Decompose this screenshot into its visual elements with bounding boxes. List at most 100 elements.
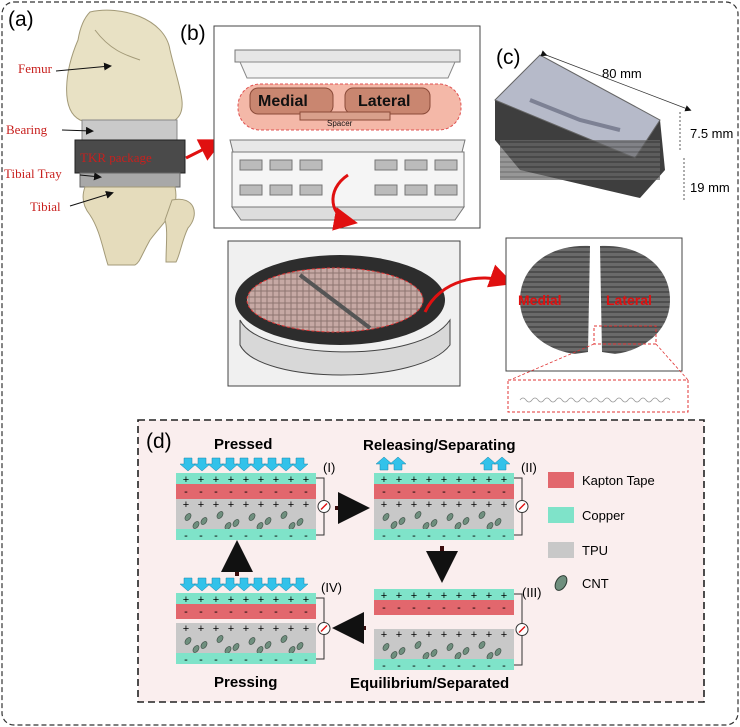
charge-sign: + <box>486 474 492 486</box>
charge-sign: + <box>471 499 477 511</box>
force-arrow <box>179 577 197 592</box>
charge-sign: - <box>382 602 386 614</box>
charge-sign: - <box>427 602 431 614</box>
label-tkr-package: TKR package <box>80 150 152 165</box>
charge-sign: - <box>457 602 461 614</box>
charge-sign: + <box>213 594 219 606</box>
charge-sign: + <box>471 629 477 641</box>
knee-illustration <box>66 9 195 266</box>
charge-sign: + <box>411 629 417 641</box>
charge-sign: + <box>198 594 204 606</box>
charge-sign: - <box>412 602 416 614</box>
label-spacer: Spacer <box>327 119 353 128</box>
state-num-4: (IV) <box>321 580 342 595</box>
charge-sign: + <box>441 629 447 641</box>
charge-sign: - <box>199 654 203 666</box>
label-tibial-tray: Tibial Tray <box>4 166 62 181</box>
force-arrow <box>277 577 295 592</box>
charge-sign: - <box>199 606 203 618</box>
charge-sign: - <box>259 606 263 618</box>
label-medial-sensor: Medial <box>518 292 562 308</box>
charge-sign: - <box>244 530 248 542</box>
charge-sign: + <box>441 590 447 602</box>
charge-sign: - <box>397 602 401 614</box>
charge-sign: - <box>184 606 188 618</box>
charge-sign: - <box>427 530 431 542</box>
charge-sign: - <box>274 486 278 498</box>
charge-sign: + <box>243 499 249 511</box>
cnt-particle <box>430 649 438 657</box>
panel-label-d: (d) <box>146 430 172 453</box>
charge-sign: + <box>303 594 309 606</box>
force-arrow <box>193 577 211 592</box>
cnt-particle <box>216 635 224 643</box>
charge-sign: - <box>199 486 203 498</box>
cnt-particle <box>390 521 398 529</box>
cnt-particle <box>446 513 454 521</box>
charge-sign: + <box>486 629 492 641</box>
charge-sign: + <box>273 623 279 635</box>
cnt-particle <box>462 517 470 525</box>
stack-3: +++++++++---------+++++++++--------- <box>374 589 529 672</box>
charge-sign: + <box>396 499 402 511</box>
dim-height-bottom: 19 mm <box>690 180 730 195</box>
cnt-particle <box>248 637 256 645</box>
cnt-particle <box>192 645 200 653</box>
charge-sign: + <box>228 594 234 606</box>
force-arrow <box>249 457 267 472</box>
charge-sign: - <box>304 654 308 666</box>
triboelectric-stacks: +++++++++---------+++++++++---------++++… <box>176 456 529 672</box>
charge-sign: - <box>442 602 446 614</box>
charge-sign: + <box>426 499 432 511</box>
charge-sign: - <box>184 486 188 498</box>
charge-sign: - <box>289 654 293 666</box>
charge-sign: - <box>397 660 401 672</box>
charge-sign: - <box>184 530 188 542</box>
cnt-particle <box>248 513 256 521</box>
charge-sign: + <box>213 623 219 635</box>
charge-sign: - <box>457 486 461 498</box>
charge-sign: - <box>412 530 416 542</box>
charge-sign: - <box>457 660 461 672</box>
charge-sign: - <box>304 530 308 542</box>
charge-sign: + <box>456 629 462 641</box>
state-num-1: (I) <box>323 460 335 475</box>
charge-sign: - <box>502 530 506 542</box>
charge-sign: - <box>304 486 308 498</box>
force-arrow <box>291 457 309 472</box>
cnt-particle <box>296 642 304 650</box>
charge-sign: + <box>183 594 189 606</box>
cnt-particle <box>192 521 200 529</box>
charge-sign: - <box>244 606 248 618</box>
cnt-particle <box>494 518 502 526</box>
state-num-3: (III) <box>522 585 542 600</box>
charge-sign: - <box>502 486 506 498</box>
copper-layer <box>176 529 316 540</box>
charge-sign: - <box>214 654 218 666</box>
copper-layer <box>176 473 316 484</box>
legend-swatch-copper <box>548 507 574 523</box>
force-arrow <box>235 577 253 592</box>
charge-sign: + <box>411 499 417 511</box>
charge-sign: + <box>243 474 249 486</box>
charge-sign: - <box>397 486 401 498</box>
charge-sign: + <box>198 474 204 486</box>
charge-sign: - <box>442 486 446 498</box>
charge-sign: + <box>228 499 234 511</box>
cnt-particle <box>280 511 288 519</box>
cnt-particle <box>478 641 486 649</box>
copper-layer <box>374 589 514 600</box>
charge-sign: + <box>213 499 219 511</box>
charge-sign: - <box>229 530 233 542</box>
charge-sign: - <box>214 530 218 542</box>
cnt-particle <box>216 511 224 519</box>
state-pressed: Pressed <box>214 436 272 453</box>
charge-sign: - <box>412 660 416 672</box>
charge-sign: - <box>229 654 233 666</box>
force-arrow <box>493 456 511 471</box>
cnt-particle <box>200 641 208 649</box>
charge-sign: + <box>183 623 189 635</box>
cnt-particle <box>184 513 192 521</box>
charge-sign: + <box>441 474 447 486</box>
cnt-particle <box>462 647 470 655</box>
